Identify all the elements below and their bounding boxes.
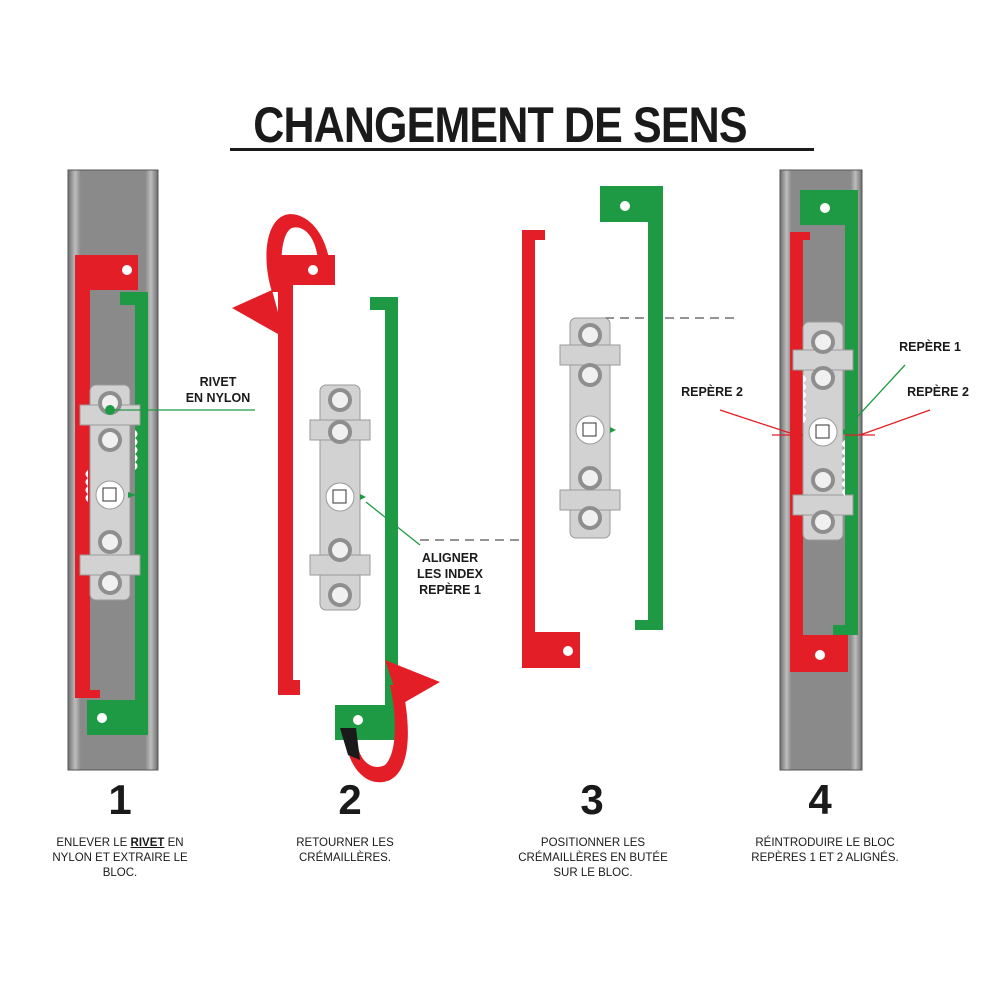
align-label: ALIGNER LES INDEX REPÈRE 1 (395, 550, 505, 598)
align-label-line1: ALIGNER (421, 551, 479, 565)
red-rack-2 (278, 255, 335, 695)
red-rack-3 (522, 230, 580, 668)
repere2-right-label: REPÈRE 2 (907, 385, 969, 399)
green-rack-2 (335, 297, 398, 740)
red-rack-hole (122, 265, 132, 275)
step-2-number: 2 (338, 776, 362, 823)
red-rotate-arrow-icon (266, 214, 330, 292)
diagram-title: CHANGEMENT DE SENS (253, 97, 747, 153)
repere2-left-leader-line (719, 409, 797, 436)
step-3-number: 3 (580, 776, 604, 823)
block-4 (792, 321, 854, 541)
repere1-leader-line (846, 364, 906, 429)
repere1-label: REPÈRE 1 (899, 340, 961, 354)
step-1-text-after: EN NYLON ET EXTRAIRE LE BLOC. (52, 837, 188, 879)
align-leader-line (365, 501, 421, 546)
green-rack-hole (97, 713, 107, 723)
red-rotate-arrow-lower-icon (345, 685, 408, 783)
block-2 (309, 384, 371, 611)
step-4-number: 4 (808, 776, 832, 823)
title-underline (230, 148, 814, 151)
panel-3 (522, 186, 663, 668)
block-3 (559, 317, 621, 539)
teeth-1 (85, 430, 138, 502)
step-3-caption: POSITIONNER LES CRÉMAILLÈRES EN BUTÉE SU… (518, 837, 668, 879)
green-rack-4 (800, 190, 858, 635)
panel-2 (232, 214, 440, 783)
step-1-text-before: ENLEVER LE (56, 837, 131, 849)
repere2-left-label: REPÈRE 2 (681, 385, 743, 399)
red-rack-4 (790, 232, 848, 672)
rivet-label: RIVET EN NYLON (168, 374, 268, 406)
step-4-caption: RÉINTRODUIRE LE BLOC REPÈRES 1 ET 2 ALIG… (751, 837, 899, 864)
align-label-line3: REPÈRE 1 (419, 583, 481, 597)
green-rack-3 (600, 186, 663, 630)
step-2-caption: RETOURNER LES CRÉMAILLÈRES. (296, 837, 394, 864)
step-1-number: 1 (108, 776, 132, 823)
align-label-line2: LES INDEX (417, 567, 483, 581)
step-1-caption: ENLEVER LE RIVET EN NYLON ET EXTRAIRE LE… (40, 836, 200, 881)
panel-4 (719, 169, 931, 771)
panel-1 (67, 169, 255, 771)
repere2-right-leader-line (859, 409, 931, 436)
block-1 (79, 384, 141, 601)
green-rack-1 (87, 292, 148, 735)
rivet-label-line1: RIVET (199, 375, 237, 389)
step-1-text-bold: RIVET (130, 837, 165, 849)
rivet-label-line2: EN NYLON (185, 391, 251, 405)
